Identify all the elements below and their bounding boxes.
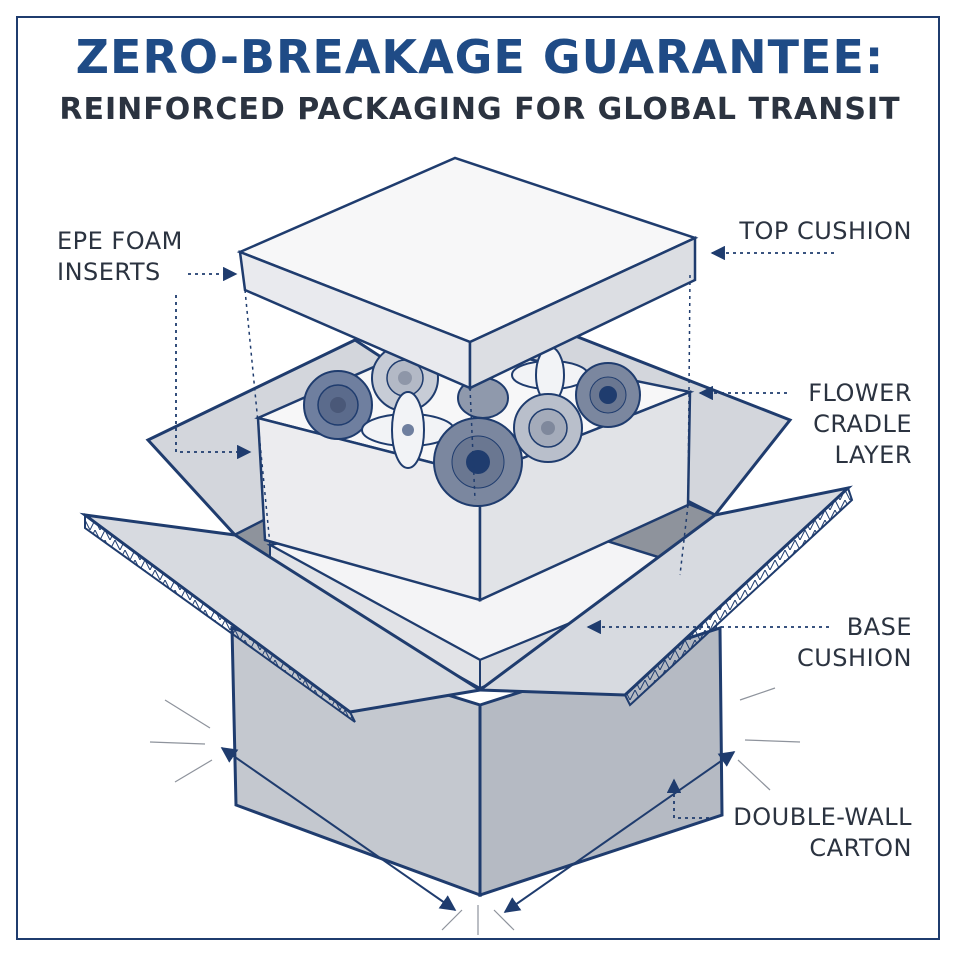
callout-base-line-1: BASE [846,613,912,641]
top-cushion-foam [236,156,699,390]
lily-back [511,346,589,404]
alignment-guides [244,274,691,576]
callout-top-cushion: TOP CUSHION [739,216,912,247]
callout-epe-line-1: EPE FOAM [57,227,183,255]
callout-top-cushion-line-1: TOP CUSHION [739,217,912,245]
diagram-subtitle: REINFORCED PACKAGING FOR GLOBAL TRANSIT [59,92,901,127]
callout-carton-line-2: CARTON [809,834,912,862]
callout-flower-cradle-layer: FLOWER CRADLE LAYER [808,378,912,471]
callout-flower-line-3: LAYER [834,441,912,469]
callout-base-cushion: BASE CUSHION [797,612,912,674]
callout-epe-line-2: INSERTS [57,258,161,286]
callout-carton-line-1: DOUBLE-WALL [733,803,912,831]
callout-base-line-2: CUSHION [796,644,912,672]
carton-front-flaps [79,485,854,723]
lily-white [361,391,455,469]
callout-flower-line-1: FLOWER [808,379,912,407]
impact-marks [149,687,801,935]
callout-double-wall-carton: DOUBLE-WALL CARTON [733,802,912,864]
callout-epe-foam-inserts: EPE FOAM INSERTS [57,226,183,288]
diagram-title: ZERO-BREAKAGE GUARANTEE: [75,30,885,84]
poppy-small [575,362,641,428]
callout-flower-line-2: CRADLE [813,410,912,438]
diagram-frame [16,16,940,940]
poppy-large [433,417,523,507]
dimension-arrows [220,747,736,913]
rose-dark [303,370,373,440]
rose-gray [513,393,583,463]
